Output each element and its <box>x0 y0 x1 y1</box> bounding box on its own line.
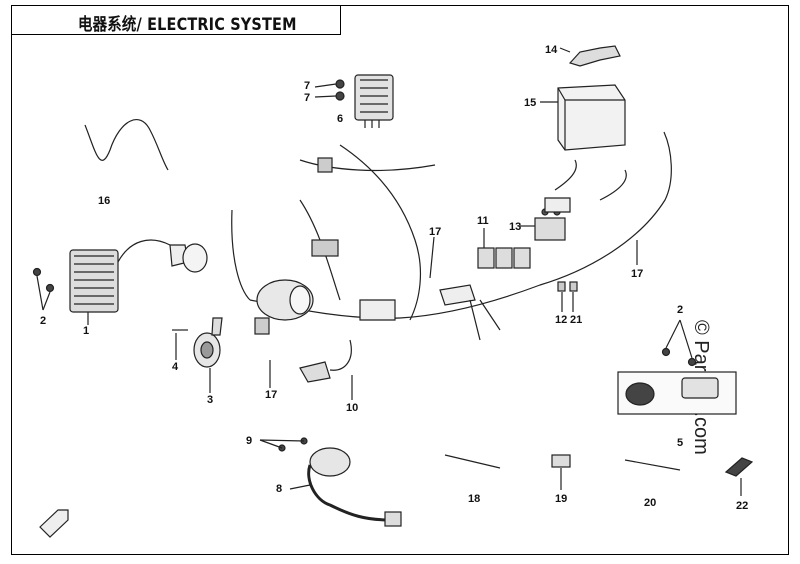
cable-tie-part-18 <box>444 454 501 469</box>
callout-6: 6 <box>337 113 343 125</box>
title-box <box>11 5 341 35</box>
callout-10: 10 <box>346 402 358 414</box>
horn-part-3 <box>172 317 223 393</box>
callout-17a: 17 <box>429 226 441 238</box>
callout-8: 8 <box>276 483 282 495</box>
cdi-part-6 <box>314 74 394 128</box>
ignition-coil-part-8 <box>259 437 402 527</box>
callout-13: 13 <box>509 221 521 233</box>
callout-14: 14 <box>545 44 558 56</box>
front-arrow-icon <box>39 509 69 538</box>
battery-part-15 <box>540 45 626 151</box>
diagram-frame <box>11 5 789 555</box>
callout-5: 5 <box>677 437 683 449</box>
tape-part-22 <box>724 457 754 496</box>
callout-9: 9 <box>246 435 252 447</box>
wire-part-16 <box>84 119 169 171</box>
relay-part-11 <box>477 228 531 269</box>
callout-17c: 17 <box>631 268 643 280</box>
tube-part-20 <box>624 459 681 471</box>
main-harness-part-10 <box>231 131 672 400</box>
callout-16: 16 <box>98 195 110 207</box>
clip-part-19 <box>551 454 571 490</box>
callout-21a: 21 <box>570 314 582 326</box>
starter-relay-part-13 <box>520 197 571 241</box>
rectifier-part-1 <box>32 239 208 325</box>
callout-4: 4 <box>172 361 179 373</box>
connector-part-12 <box>557 281 578 312</box>
callout-15: 15 <box>524 97 536 109</box>
callout-2b: 2 <box>677 304 683 316</box>
callout-20: 20 <box>644 497 656 509</box>
callout-19: 19 <box>555 493 567 505</box>
callout-3: 3 <box>207 394 213 406</box>
callout-labels: 1 2 2 3 4 5 6 7 7 8 9 10 11 12 21 13 14 … <box>40 44 748 512</box>
alarm-part-5 <box>617 319 737 415</box>
callout-17b: 17 <box>265 389 277 401</box>
callout-7a: 7 <box>304 80 310 92</box>
page-title: 电器系统/ ELECTRIC SYSTEM <box>78 15 297 35</box>
callout-7b: 7 <box>304 92 310 104</box>
callout-2a: 2 <box>40 315 46 327</box>
callout-1: 1 <box>83 325 89 337</box>
callout-18: 18 <box>468 493 480 505</box>
callout-22: 22 <box>736 500 748 512</box>
callout-11: 11 <box>477 215 489 227</box>
callout-12: 12 <box>555 314 567 326</box>
